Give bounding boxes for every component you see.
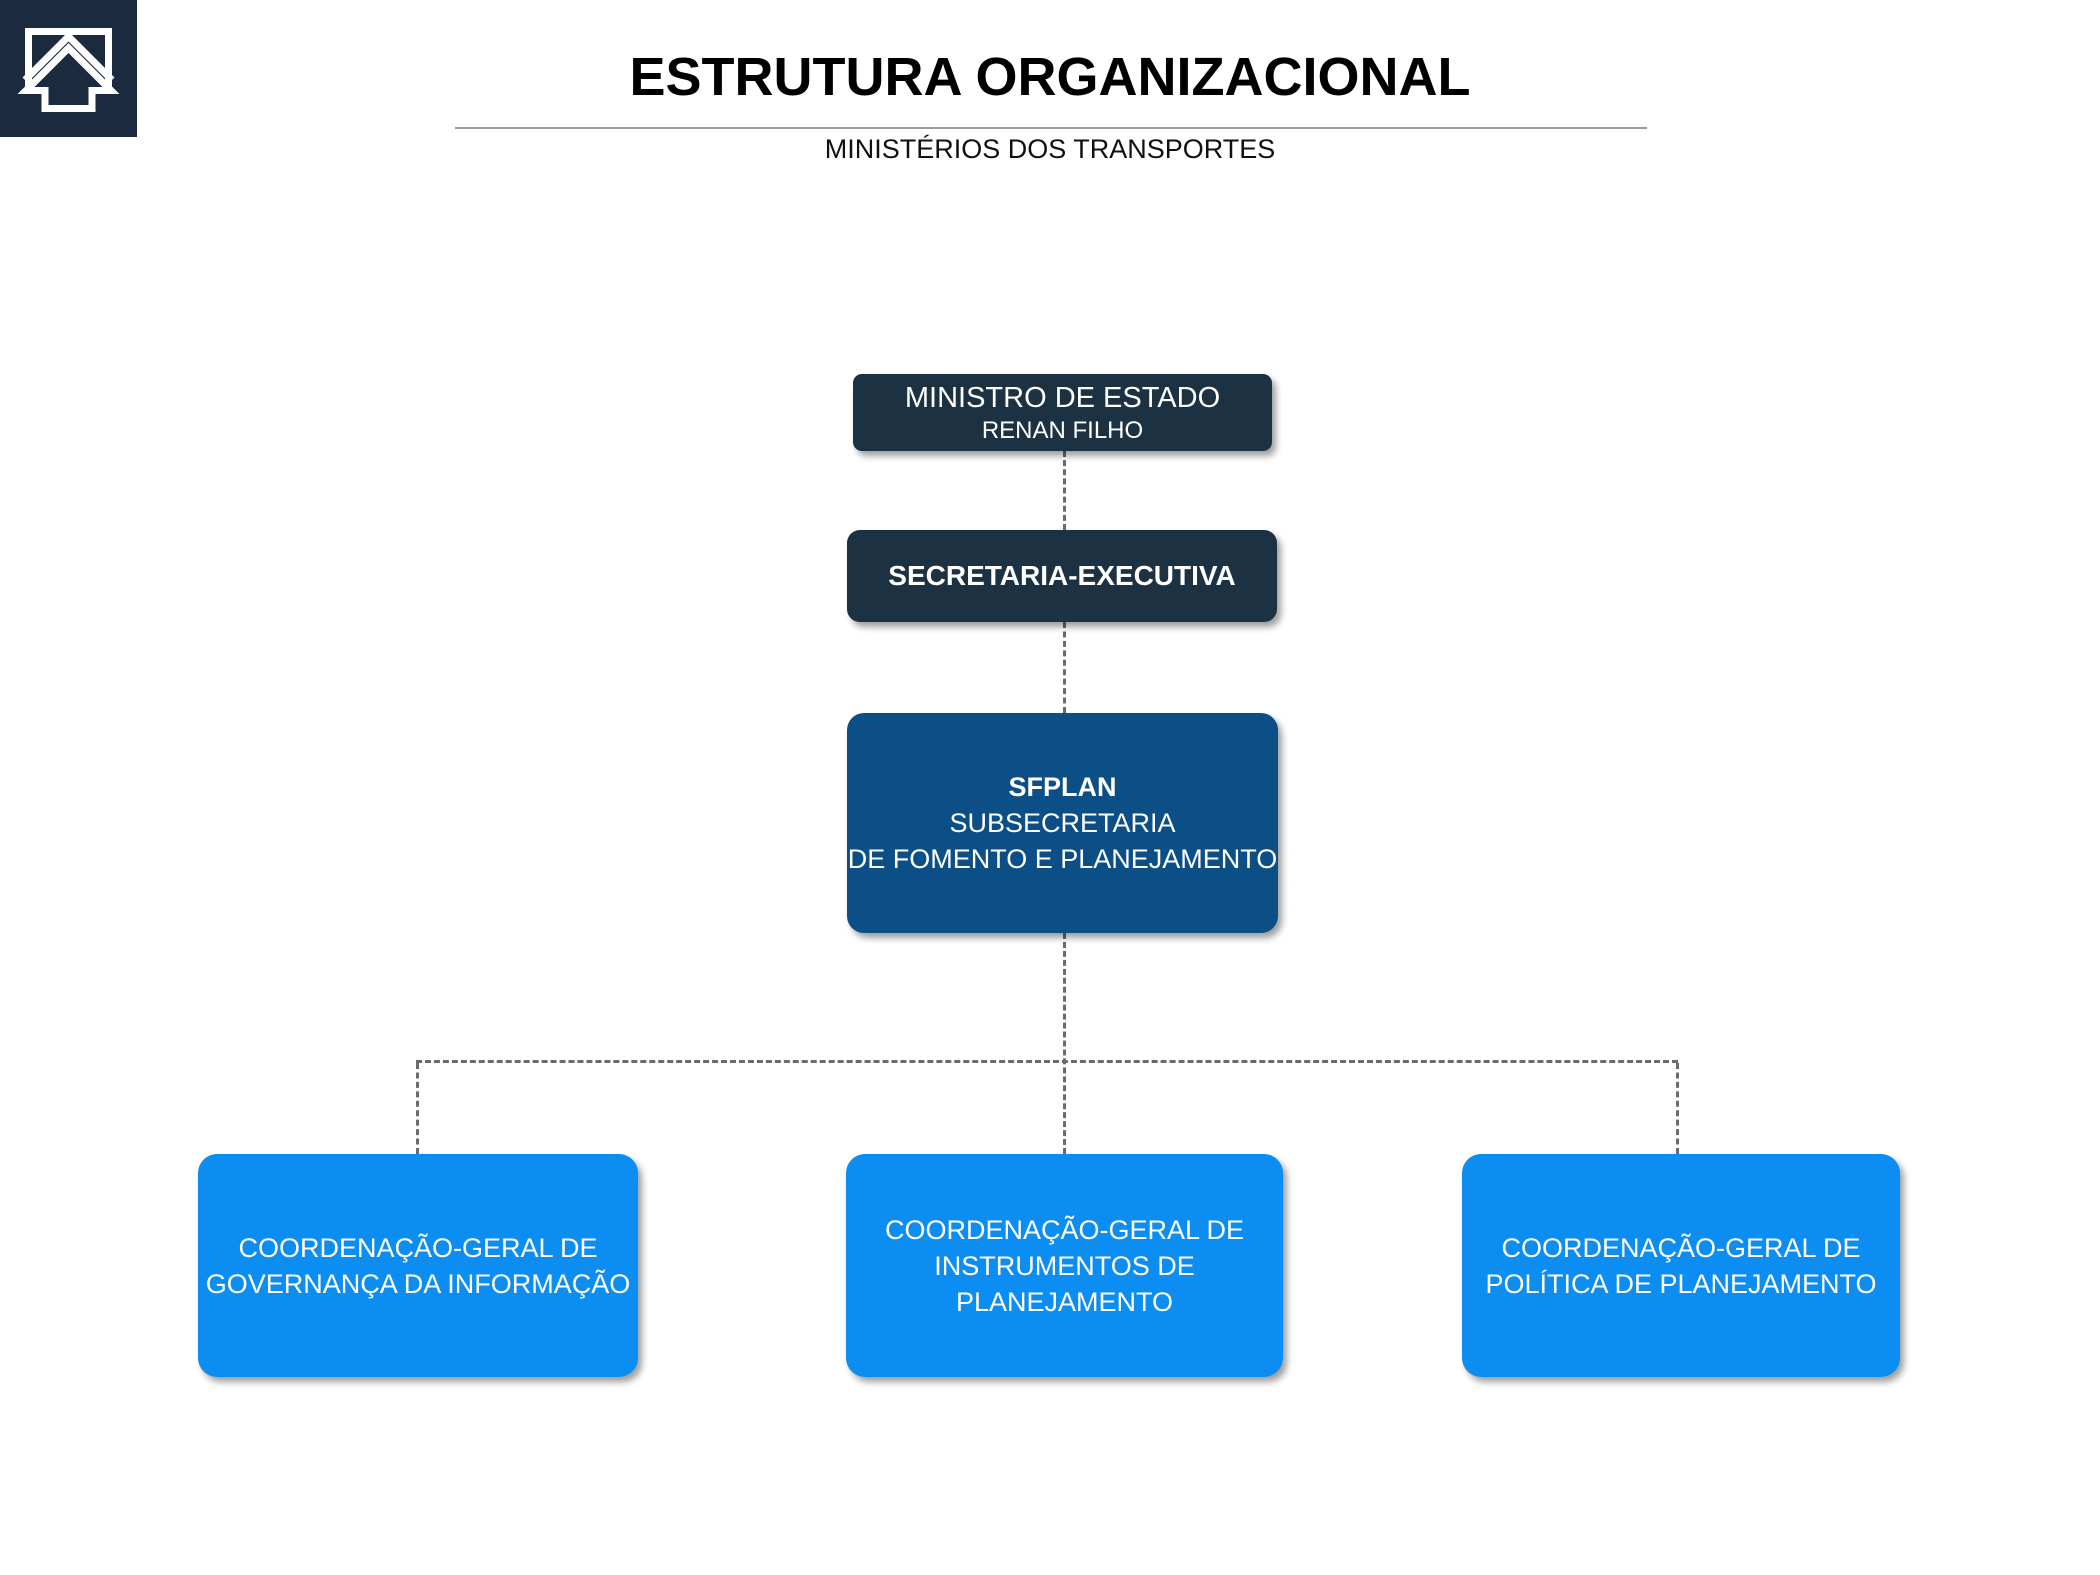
node-coordenacao-instrumentos-planejamento: COORDENAÇÃO-GERAL DE INSTRUMENTOS DE PLA…	[846, 1154, 1283, 1377]
node-title-line: SUBSECRETARIA	[949, 808, 1176, 838]
house-arrow-icon	[17, 28, 120, 112]
node-title-line: POLÍTICA DE PLANEJAMENTO	[1485, 1268, 1877, 1299]
connector-minister-secretariat	[1063, 451, 1066, 530]
node-title-line: GOVERNANÇA DA INFORMAÇÃO	[205, 1268, 631, 1299]
page-title: ESTRUTURA ORGANIZACIONAL	[629, 47, 1471, 107]
ministry-logo	[0, 0, 137, 137]
title-underline	[455, 127, 1647, 129]
node-ministro-de-estado: MINISTRO DE ESTADO RENAN FILHO	[853, 374, 1272, 451]
node-title-line: COORDENAÇÃO-GERAL DE	[884, 1214, 1245, 1245]
page-subtitle: MINISTÉRIOS DOS TRANSPORTES	[824, 134, 1276, 164]
node-coordenacao-governanca-informacao: COORDENAÇÃO-GERAL DE GOVERNANÇA DA INFOR…	[198, 1154, 638, 1377]
connector-left-coordination-stub	[416, 1063, 419, 1154]
node-title-line: COORDENAÇÃO-GERAL DE	[1501, 1232, 1861, 1263]
node-acronym: SFPLAN	[1008, 772, 1117, 802]
node-title: SECRETARIA-EXECUTIVA	[888, 560, 1236, 591]
node-title-line: PLANEJAMENTO	[955, 1286, 1174, 1317]
connector-right-coordination-stub	[1676, 1063, 1679, 1154]
connector-sfplan-middle-coordination	[1063, 933, 1066, 1154]
node-title: MINISTRO DE ESTADO	[904, 381, 1221, 414]
node-coordenacao-politica-planejamento: COORDENAÇÃO-GERAL DE POLÍTICA DE PLANEJA…	[1462, 1154, 1900, 1377]
node-sfplan: SFPLAN SUBSECRETARIA DE FOMENTO E PLANEJ…	[847, 713, 1278, 933]
connector-horizontal-branch	[416, 1060, 1678, 1063]
node-secretaria-executiva: SECRETARIA-EXECUTIVA	[847, 530, 1277, 622]
node-person-name: RENAN FILHO	[981, 416, 1144, 444]
node-title-line: COORDENAÇÃO-GERAL DE	[238, 1232, 598, 1263]
node-title-line: DE FOMENTO E PLANEJAMENTO	[847, 844, 1278, 874]
connector-secretariat-sfplan	[1063, 622, 1066, 713]
node-title-line: INSTRUMENTOS DE	[934, 1250, 1195, 1281]
